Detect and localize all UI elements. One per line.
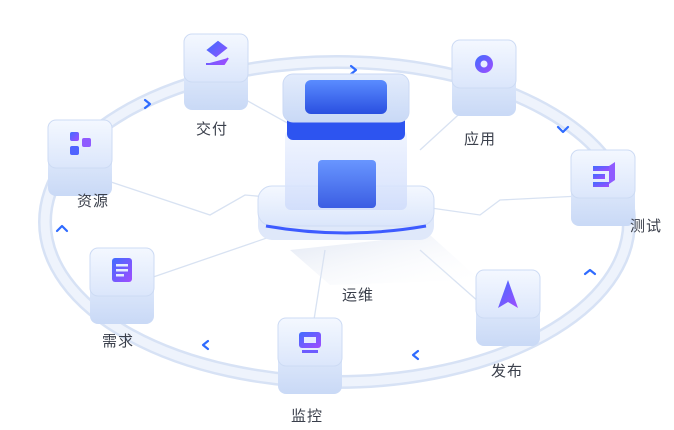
node-label-monitor: 监控 [291, 407, 324, 425]
arrow-chevron [349, 64, 358, 76]
node-label-demand: 需求 [102, 332, 135, 350]
node-demand-cube [89, 247, 155, 324]
arrow-chevron [583, 268, 597, 276]
node-label-resources: 资源 [77, 192, 110, 210]
ring-arrows [55, 64, 597, 361]
arrow-chevron [411, 349, 420, 361]
test-icon [593, 162, 615, 187]
release-icon [498, 280, 518, 308]
node-test-cube [570, 149, 636, 226]
node-monitor-cube [277, 317, 343, 394]
center-label: 运维 [342, 286, 375, 304]
arrow-chevron [55, 224, 69, 233]
arrow-chevron [556, 125, 570, 134]
node-label-delivery: 交付 [196, 120, 229, 138]
node-label-release: 发布 [491, 362, 524, 380]
arrow-chevron [201, 339, 210, 351]
center-shadow [290, 235, 480, 285]
node-delivery-cube [183, 33, 249, 110]
delivery-icon [206, 40, 229, 65]
node-release-cube [475, 269, 541, 346]
arrow-chevron [143, 98, 152, 110]
node-label-test: 测试 [630, 217, 663, 235]
resources-icon [70, 132, 91, 155]
center-core [257, 73, 435, 240]
application-icon [475, 55, 493, 73]
node-label-app: 应用 [464, 130, 497, 148]
node-app-cube [451, 39, 517, 116]
node-resources-cube [47, 119, 113, 196]
requirement-icon [112, 258, 132, 282]
monitor-icon [299, 332, 321, 353]
